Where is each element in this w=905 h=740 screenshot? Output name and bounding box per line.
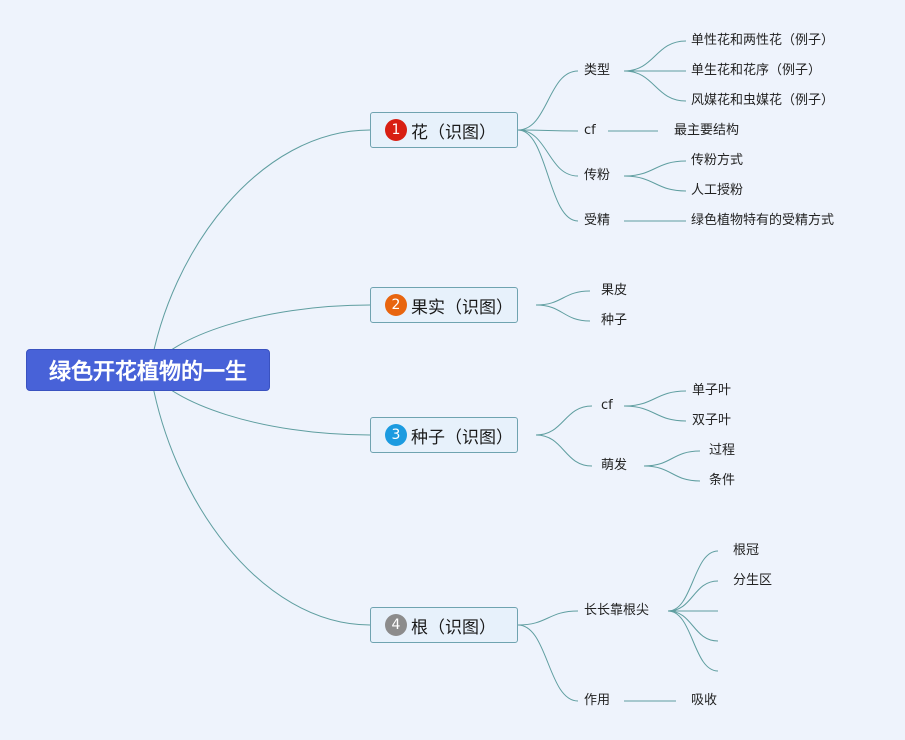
tip-to-leaf4-connector	[667, 610, 719, 642]
tip-to-leaf1-connector	[667, 550, 719, 612]
leaf-absorption[interactable]: 吸收	[691, 693, 718, 708]
pollination-to-leaf1-connector	[623, 160, 687, 177]
subtopic-type[interactable]: 类型	[584, 63, 611, 78]
subtopic-flower-cf[interactable]: cf	[584, 123, 596, 138]
branch-flower[interactable]: 1 花（识图）	[370, 112, 518, 148]
subtopic-seed-cf[interactable]: cf	[601, 398, 613, 413]
branch-seed[interactable]: 3 种子（识图）	[370, 417, 518, 453]
leaf-conditions[interactable]: 条件	[709, 473, 736, 488]
number-4-badge-icon: 4	[385, 614, 407, 636]
root-to-tip-connector	[517, 610, 579, 626]
leaf-main-structure[interactable]: 最主要结构	[674, 123, 740, 138]
leaf-solitary-inflorescence[interactable]: 单生花和花序（例子）	[691, 63, 822, 78]
leaf-dicot[interactable]: 双子叶	[692, 413, 732, 428]
root-to-flower-connector	[149, 129, 371, 371]
branch-seed-label: 种子（识图）	[411, 427, 513, 448]
leaf-root-cap[interactable]: 根冠	[733, 543, 760, 558]
subtopic-pollination[interactable]: 传粉	[584, 168, 611, 183]
leaf-pericarp[interactable]: 果皮	[601, 283, 628, 298]
leaf-double-fertilization[interactable]: 绿色植物特有的受精方式	[691, 213, 835, 228]
leaf-monocot[interactable]: 单子叶	[692, 383, 732, 398]
fruit-to-pericarp-connector	[535, 290, 591, 306]
leaf-artificial-pollination[interactable]: 人工授粉	[691, 183, 744, 198]
fruit-to-seed-connector	[535, 304, 591, 322]
subtopic-fertilization[interactable]: 受精	[584, 213, 611, 228]
branch-fruit[interactable]: 2 果实（识图）	[370, 287, 518, 323]
flower-to-fertilization-connector	[517, 129, 579, 222]
tip-to-leaf2-connector	[667, 580, 719, 612]
number-2-badge-icon: 2	[385, 294, 407, 316]
leaf-wind-insect-pollinated[interactable]: 风媒花和虫媒花（例子）	[691, 93, 835, 108]
number-1-badge-icon: 1	[385, 119, 407, 141]
leaf-process[interactable]: 过程	[709, 443, 736, 458]
subtopic-germination[interactable]: 萌发	[601, 458, 628, 473]
seed-to-cf-connector	[535, 405, 593, 436]
flower-to-pollination-connector	[517, 129, 579, 177]
subtopic-root-tip[interactable]: 长长靠根尖	[584, 603, 650, 618]
branch-root-label: 根（识图）	[411, 617, 496, 638]
seedcf-to-dicot-connector	[623, 405, 687, 422]
germination-to-conditions-connector	[643, 465, 701, 482]
leaf-seed[interactable]: 种子	[601, 313, 628, 328]
tip-to-leaf5-connector	[667, 610, 719, 672]
flower-to-cf-connector	[517, 129, 579, 132]
root-to-function-connector	[517, 624, 579, 702]
branch-fruit-label: 果实（识图）	[411, 297, 513, 318]
pollination-to-leaf2-connector	[623, 175, 687, 192]
seedcf-to-monocot-connector	[623, 390, 687, 407]
germination-to-process-connector	[643, 450, 701, 467]
leaf-unisexual-bisexual[interactable]: 单性花和两性花（例子）	[691, 33, 835, 48]
root-to-root-connector	[149, 369, 371, 626]
leaf-meristem-zone[interactable]: 分生区	[733, 573, 773, 588]
root-topic-label: 绿色开花植物的一生	[48, 360, 247, 385]
flower-to-type-connector	[517, 70, 579, 131]
number-3-badge-icon: 3	[385, 424, 407, 446]
root-topic[interactable]: 绿色开花植物的一生	[26, 349, 270, 391]
branch-flower-label: 花（识图）	[411, 122, 496, 143]
seed-to-germination-connector	[535, 434, 593, 467]
subtopic-function[interactable]: 作用	[584, 693, 611, 708]
leaf-pollination-methods[interactable]: 传粉方式	[691, 153, 744, 168]
type-to-leaf3-connector	[623, 70, 687, 102]
branch-root[interactable]: 4 根（识图）	[370, 607, 518, 643]
type-to-leaf1-connector	[623, 40, 687, 72]
